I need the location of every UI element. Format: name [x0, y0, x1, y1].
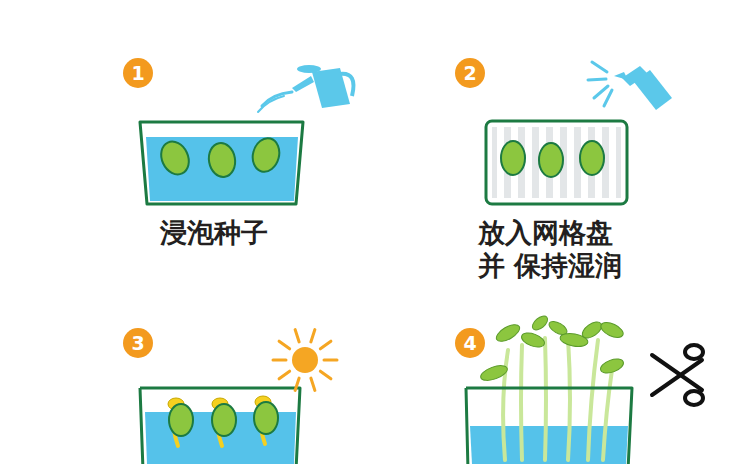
sun-ray	[311, 378, 315, 390]
step-caption: 浸泡种子	[160, 216, 340, 249]
sun-ray	[324, 359, 337, 362]
callout-number: 4	[463, 334, 476, 353]
step-number-circle: 4	[455, 328, 485, 358]
sun-ray	[311, 330, 315, 342]
callout-number: 3	[131, 334, 144, 353]
spray-bottle	[588, 62, 672, 110]
sun	[273, 330, 337, 391]
sun-ray	[273, 359, 286, 362]
sun-ray	[295, 378, 299, 390]
sun-ray	[279, 371, 290, 379]
watering-can	[258, 65, 354, 112]
sun-ray	[295, 330, 299, 342]
step-number-circle: 3	[123, 328, 153, 358]
callout-number: 2	[463, 64, 476, 83]
soaking-bowl	[140, 122, 303, 204]
sun-ray	[279, 341, 290, 349]
scissors	[652, 345, 703, 405]
sprouting-bowl	[140, 388, 300, 464]
grid-tray	[486, 121, 627, 204]
sprout-bowl	[466, 313, 632, 464]
callout-number: 1	[131, 64, 144, 83]
step-number-circle: 1	[123, 58, 153, 88]
sun-ray	[320, 341, 331, 349]
sun-ray	[320, 371, 331, 379]
step-caption: 放入网格盘 并 保持湿润	[478, 216, 638, 282]
step-number-circle: 2	[455, 58, 485, 88]
